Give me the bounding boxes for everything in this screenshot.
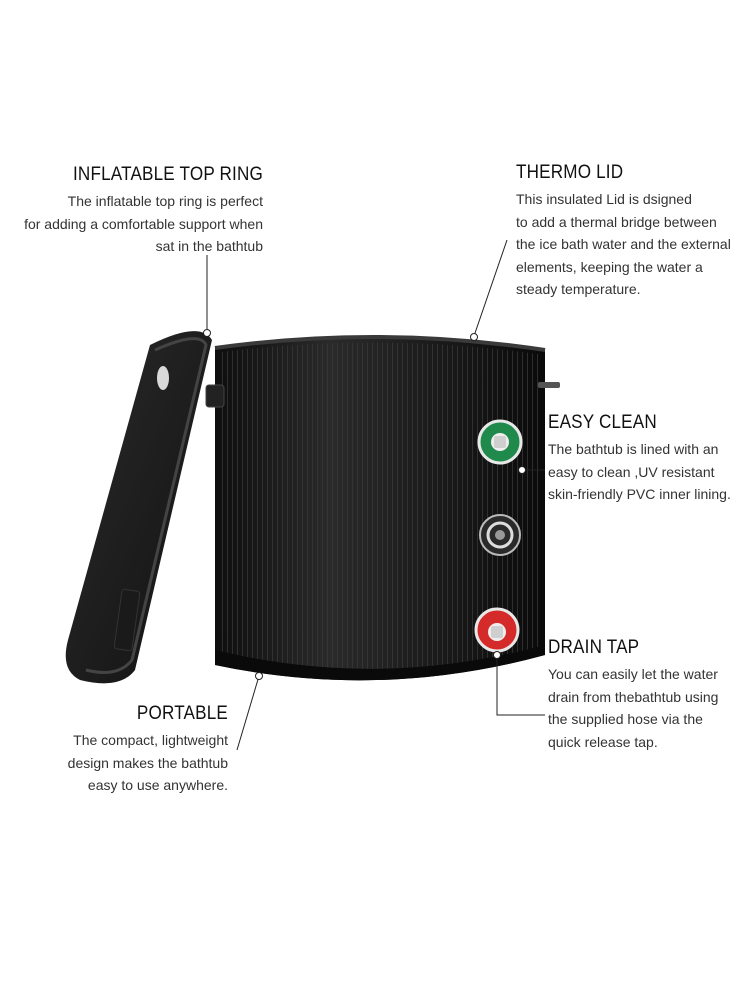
callout-title: EASY CLEAN: [548, 412, 657, 433]
leader-dots: [203, 329, 526, 680]
tub-body: [205, 334, 560, 681]
callout-title: INFLATABLE TOP RING: [73, 164, 263, 185]
callout-drain-tap: DRAIN TAP You can easily let the water d…: [548, 637, 748, 753]
callout-inflatable-top-ring: INFLATABLE TOP RING The inflatable top r…: [0, 164, 263, 258]
callout-portable: PORTABLE The compact, lightweight design…: [28, 703, 228, 797]
callout-title: DRAIN TAP: [548, 637, 640, 658]
callout-title: PORTABLE: [136, 703, 228, 724]
callout-text: You can easily let the water drain from …: [548, 666, 719, 750]
leader-lines: [206, 239, 545, 751]
thermo-lid-illustration: [65, 331, 212, 684]
callout-title: THERMO LID: [516, 162, 624, 183]
callout-easy-clean: EASY CLEAN The bathtub is lined with an …: [548, 412, 748, 506]
callout-thermo-lid: THERMO LID This insulated Lid is dsigned…: [516, 162, 746, 301]
callout-text: This insulated Lid is dsigned to add a t…: [516, 191, 731, 297]
pressure-valve-icon: [479, 514, 521, 556]
callout-text: The inflatable top ring is perfect for a…: [24, 193, 263, 254]
red-drain-valve-icon: [474, 607, 520, 653]
callout-text: The bathtub is lined with an easy to cle…: [548, 441, 731, 502]
green-valve-icon: [477, 419, 523, 465]
callout-text: The compact, lightweight design makes th…: [67, 732, 228, 793]
